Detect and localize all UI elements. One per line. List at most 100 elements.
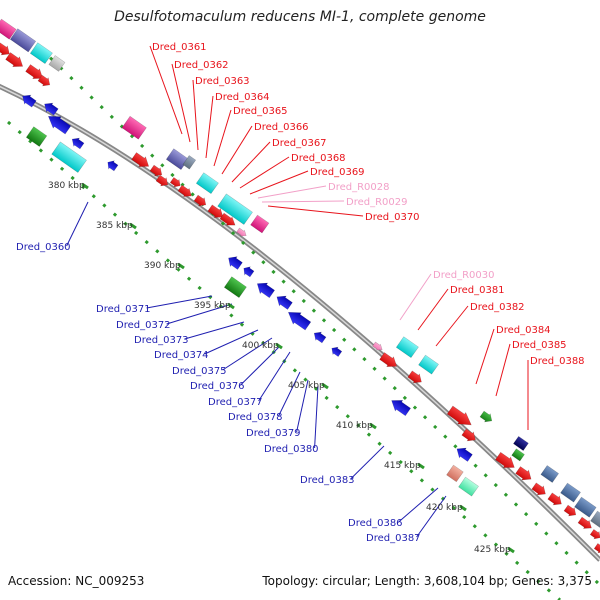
gene-feature-44 bbox=[446, 405, 472, 426]
gene-label[interactable]: Dred_0377 bbox=[208, 397, 263, 408]
gene-label[interactable]: Dred_0369 bbox=[310, 167, 365, 178]
gene-feature-40 bbox=[379, 352, 398, 367]
gene-feature-28 bbox=[250, 214, 270, 234]
gene-label[interactable]: Dred_0362 bbox=[174, 60, 229, 71]
gene-feature-49 bbox=[458, 476, 479, 497]
tick-label: 410 kbp bbox=[336, 421, 373, 431]
gene-label[interactable]: Dred_0366 bbox=[254, 122, 309, 133]
gene-label[interactable]: Dred_0367 bbox=[272, 138, 327, 149]
gene-label[interactable]: Dred_0360 bbox=[16, 242, 71, 253]
gene-feature-14 bbox=[107, 160, 119, 172]
tick-label: 415 kbp bbox=[384, 461, 421, 471]
gene-feature-10 bbox=[47, 115, 72, 135]
gene-label[interactable]: Dred_0383 bbox=[300, 475, 355, 486]
gene-label[interactable]: Dred_0387 bbox=[366, 533, 421, 544]
gene-feature-57 bbox=[547, 492, 562, 506]
gene-feature-37 bbox=[331, 346, 343, 357]
gene-label[interactable]: Dred_0386 bbox=[348, 518, 403, 529]
gene-feature-62 bbox=[589, 529, 600, 540]
label-connector bbox=[222, 337, 273, 371]
label-connector bbox=[495, 343, 511, 397]
gene-feature-58 bbox=[574, 496, 597, 518]
gene-feature-25 bbox=[193, 194, 207, 207]
tick-mark bbox=[507, 546, 515, 554]
map-title: Desulfotomaculum reducens MI-1, complete… bbox=[114, 9, 486, 25]
label-connector bbox=[146, 295, 213, 309]
label-connector bbox=[296, 379, 309, 433]
gene-feature-53 bbox=[515, 466, 532, 481]
tick-label: 385 kbp bbox=[96, 221, 133, 231]
gene-feature-21 bbox=[169, 177, 181, 188]
gene-feature-46 bbox=[461, 428, 476, 442]
tick-mark bbox=[227, 302, 235, 310]
label-connectors bbox=[66, 45, 529, 538]
feature-labels: Dred_0361Dred_0362Dred_0363Dred_0364Dred… bbox=[16, 42, 585, 544]
gene-label[interactable]: Dred_0380 bbox=[264, 444, 319, 455]
genome-summary: Topology: circular; Length: 3,608,104 bp… bbox=[262, 574, 592, 588]
label-connector bbox=[184, 321, 245, 340]
gene-feature-16 bbox=[131, 152, 150, 167]
gene-label[interactable]: Dred_0364 bbox=[215, 92, 270, 103]
label-connector bbox=[231, 141, 271, 183]
gene-feature-42 bbox=[407, 370, 422, 384]
label-connector bbox=[417, 288, 449, 331]
gene-feature-13 bbox=[51, 141, 87, 173]
gene-label[interactable]: Dred_0381 bbox=[450, 285, 505, 296]
gene-label[interactable]: Dred_0375 bbox=[172, 366, 227, 377]
gene-label[interactable]: Dred_0382 bbox=[470, 302, 525, 313]
label-connector bbox=[398, 487, 439, 523]
label-connector bbox=[171, 63, 191, 143]
gene-label[interactable]: Dred_0385 bbox=[512, 340, 567, 351]
gene-feature-3 bbox=[48, 55, 66, 72]
gene-label[interactable]: Dred_0373 bbox=[134, 335, 189, 346]
gene-label[interactable]: Dred_0372 bbox=[116, 320, 171, 331]
label-connector bbox=[66, 201, 89, 247]
gene-feature-32 bbox=[223, 276, 247, 298]
gene-label[interactable]: Dred_R0030 bbox=[433, 270, 495, 281]
gene-label[interactable]: Dred_0363 bbox=[195, 76, 250, 87]
label-connector bbox=[249, 170, 309, 195]
gene-feature-47 bbox=[456, 447, 473, 462]
label-connector bbox=[149, 45, 183, 135]
gene-feature-7 bbox=[37, 74, 51, 87]
gene-label[interactable]: Dred_R0028 bbox=[328, 182, 390, 193]
tick-label: 395 kbp bbox=[194, 301, 231, 311]
tick-mark bbox=[459, 504, 467, 512]
gene-feature-56 bbox=[560, 482, 581, 503]
label-connector bbox=[278, 371, 301, 417]
tick-mark bbox=[417, 462, 425, 470]
gene-label[interactable]: Dred_0376 bbox=[190, 381, 245, 392]
tick-mark bbox=[369, 422, 377, 430]
label-connector bbox=[205, 95, 214, 159]
gene-feature-51 bbox=[511, 448, 525, 462]
gene-feature-19 bbox=[182, 155, 197, 170]
gene-label[interactable]: Dred_0388 bbox=[530, 356, 585, 367]
label-connector bbox=[416, 495, 447, 538]
label-connector bbox=[213, 109, 232, 167]
gene-label[interactable]: Dred_0384 bbox=[496, 325, 551, 336]
gene-feature-18 bbox=[165, 148, 189, 170]
tick-mark bbox=[275, 342, 283, 350]
gene-label[interactable]: Dred_0378 bbox=[228, 412, 283, 423]
gene-feature-4 bbox=[0, 42, 10, 56]
tick-label: 390 kbp bbox=[144, 261, 181, 271]
gene-label[interactable]: Dred_0379 bbox=[246, 428, 301, 439]
gene-feature-54 bbox=[540, 465, 559, 483]
gene-feature-2 bbox=[29, 42, 53, 64]
gene-label[interactable]: Dred_R0029 bbox=[346, 197, 408, 208]
gene-label[interactable]: Dred_0371 bbox=[96, 304, 151, 315]
gene-label[interactable]: Dred_0361 bbox=[152, 42, 207, 53]
gene-label[interactable]: Dred_0374 bbox=[154, 350, 209, 361]
gene-label[interactable]: Dred_0368 bbox=[291, 153, 346, 164]
gene-feature-59 bbox=[563, 504, 577, 517]
tick-mark bbox=[177, 262, 185, 270]
tick-label: 405 kbp bbox=[288, 381, 325, 391]
gene-label[interactable]: Dred_0370 bbox=[365, 212, 420, 223]
feature-track bbox=[0, 18, 600, 554]
label-connector bbox=[258, 351, 291, 402]
gene-feature-43 bbox=[391, 400, 411, 417]
gene-feature-22 bbox=[195, 172, 219, 194]
label-connector bbox=[435, 305, 469, 347]
gene-label[interactable]: Dred_0365 bbox=[233, 106, 288, 117]
